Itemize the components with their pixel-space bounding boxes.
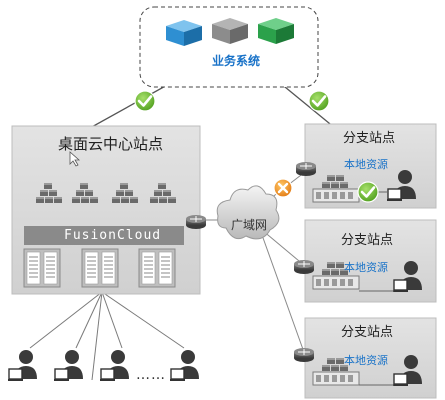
branch-site-title: 分支站点 [341,325,394,340]
fusioncloud-bar [24,226,184,245]
branch-site-title: 分支站点 [341,233,394,248]
local-resource-label: 本地资源 [344,158,388,171]
cube-icon [212,18,248,44]
central-site-title: 桌面云中心站点 [58,135,164,153]
client-lines [29,291,185,381]
cursor-icon [69,151,81,167]
fusioncloud-label: FusionCloud [64,228,162,243]
check-icon [134,90,156,112]
check-icon [308,90,330,112]
cloud-icon [216,185,280,240]
local-resource-label: 本地资源 [344,354,388,367]
cube-icon [258,18,294,44]
fail-icon [273,178,293,198]
branch-site-title: 分支站点 [343,131,396,146]
clients-ellipsis: …… [136,367,166,383]
local-resource-label: 本地资源 [344,261,388,274]
check-icon [357,181,379,203]
wan-label: 广域网 [231,218,268,232]
cube-icon [166,20,202,46]
business-system-label: 业务系统 [212,54,261,68]
